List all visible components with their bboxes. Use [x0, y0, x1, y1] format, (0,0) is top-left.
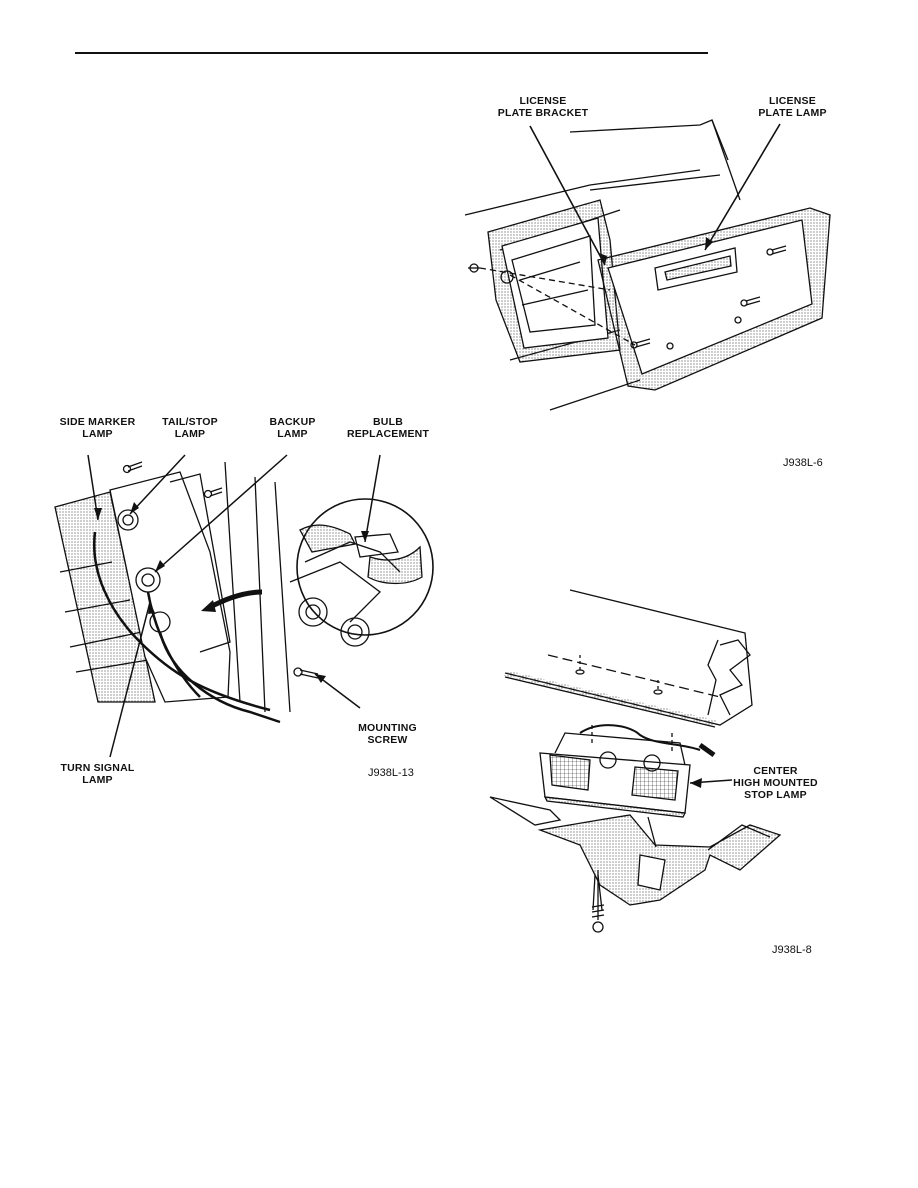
label-mounting-screw: MOUNTING SCREW [350, 722, 425, 746]
label-text: LICENSE [519, 95, 567, 107]
figure-code-j938l-13: J938L-13 [368, 767, 414, 779]
label-text: CENTER [753, 765, 798, 777]
label-center-high-mounted-stop-lamp: CENTER HIGH MOUNTED STOP LAMP [723, 765, 828, 801]
rear-lamp-figure: SIDE MARKER LAMP TAIL/STOP LAMP BACKUP L… [50, 412, 440, 792]
label-text: PLATE LAMP [758, 107, 827, 119]
label-text: REPLACEMENT [346, 428, 430, 440]
license-plate-illustration [464, 119, 831, 411]
label-text: LICENSE [769, 95, 816, 107]
label-text: HIGH MOUNTED [733, 777, 818, 789]
label-text: LAMP [277, 428, 308, 440]
label-text: STOP LAMP [744, 789, 807, 801]
label-side-marker-lamp: SIDE MARKER LAMP [50, 416, 145, 440]
license-plate-figure: LICENSE PLATE BRACKET LICENSE PLATE LAMP… [450, 90, 850, 475]
label-text: SIDE MARKER [59, 416, 136, 428]
label-text: TURN SIGNAL [60, 762, 135, 774]
figure-code-j938l-6: J938L-6 [783, 457, 823, 469]
figure-code-j938l-8: J938L-8 [772, 944, 812, 956]
center-high-mounted-stop-lamp-figure: CENTER HIGH MOUNTED STOP LAMP J938L-8 [480, 585, 840, 965]
label-backup-lamp: BACKUP LAMP [265, 416, 320, 440]
label-text: LAMP [82, 428, 113, 440]
label-text: BULB [373, 416, 403, 428]
label-tail-stop-lamp: TAIL/STOP LAMP [160, 416, 220, 440]
label-text: BACKUP [269, 416, 316, 428]
label-license-plate-lamp: LICENSE PLATE LAMP [745, 95, 840, 119]
label-text: TAIL/STOP [162, 416, 218, 428]
label-turn-signal-lamp: TURN SIGNAL LAMP [50, 762, 145, 786]
label-bulb-replacement: BULB REPLACEMENT [343, 416, 433, 440]
label-text: PLATE BRACKET [497, 107, 589, 119]
label-text: SCREW [367, 734, 408, 746]
label-text: MOUNTING [358, 722, 417, 734]
label-text: LAMP [82, 774, 113, 786]
header-rule [75, 52, 708, 54]
chmsl-illustration [489, 589, 782, 933]
label-license-plate-bracket: LICENSE PLATE BRACKET [468, 95, 618, 119]
rear-lamp-illustration [54, 454, 434, 758]
label-text: LAMP [174, 428, 206, 440]
